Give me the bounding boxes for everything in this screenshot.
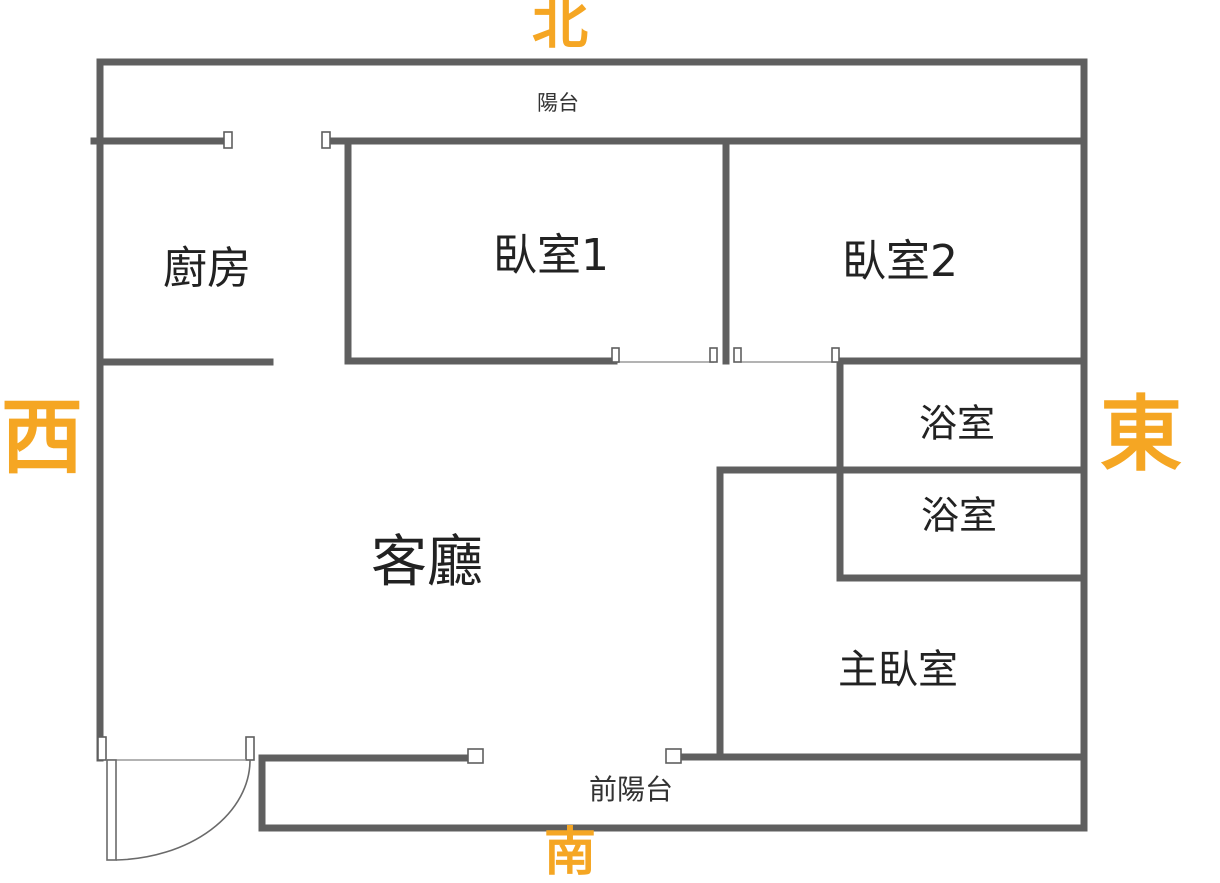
- room-label-kitchen: 廚房: [163, 243, 251, 294]
- room-label-master-bedroom: 主臥室: [838, 647, 958, 693]
- direction-south: 南: [544, 823, 596, 883]
- direction-west: 西: [1, 390, 83, 485]
- door-post: [709, 347, 718, 363]
- room-label-front-balcony: 前陽台: [589, 773, 673, 806]
- door-post: [223, 131, 233, 149]
- room-label-bedroom2: 臥室2: [842, 236, 958, 287]
- door-post: [467, 748, 484, 764]
- door-post: [831, 347, 840, 363]
- door-post: [321, 131, 331, 149]
- room-label-bedroom1: 臥室1: [493, 230, 609, 281]
- door-post: [611, 347, 620, 363]
- direction-east: 東: [1100, 387, 1182, 482]
- door-post: [733, 347, 742, 363]
- door-post: [97, 736, 107, 761]
- room-label-bathroom1: 浴室: [919, 402, 995, 446]
- room-label-living-room: 客廳: [371, 530, 483, 595]
- door-post: [665, 748, 682, 764]
- room-label-balcony: 陽台: [537, 91, 579, 115]
- entry-door-swing-arc: [115, 759, 251, 861]
- direction-north: 北: [532, 0, 588, 57]
- entry-door-leaf: [106, 759, 117, 861]
- room-label-bathroom2: 浴室: [921, 494, 997, 538]
- door-post: [245, 736, 255, 761]
